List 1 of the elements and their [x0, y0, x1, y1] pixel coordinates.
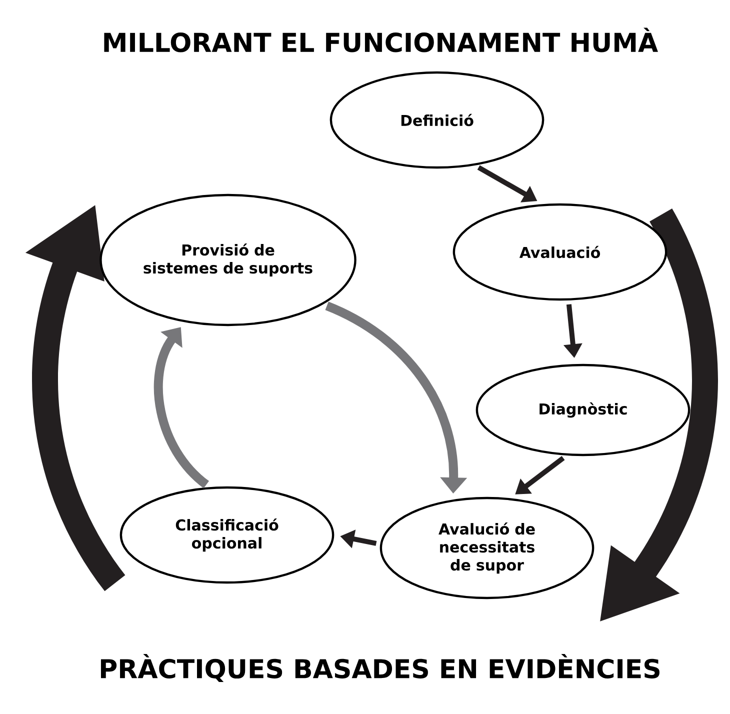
heading: PRÀCTIQUES BASADES EN EVIDÈNCIES — [100, 654, 660, 682]
